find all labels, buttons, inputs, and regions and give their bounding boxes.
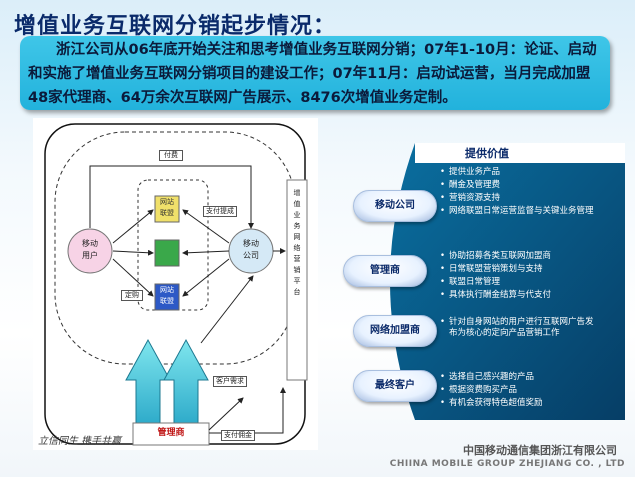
platform-label: 增值业务网络营销平台 xyxy=(293,189,301,296)
up-arrow-right xyxy=(163,338,209,429)
platform-box xyxy=(286,179,308,381)
manager-label: 管理商 xyxy=(157,428,185,438)
group-end-customer: 最终客户 xyxy=(353,370,437,402)
list-item: 选择自己感兴趣的产品 xyxy=(440,372,543,383)
right-node-label: 移动 公司 xyxy=(232,238,270,262)
center-node-top-shape xyxy=(154,195,180,223)
left-node-shape xyxy=(67,228,113,274)
page-title: 增值业务互联网分销起步情况： xyxy=(14,14,337,39)
left-node-line2: 用户 xyxy=(82,251,98,260)
intro-box: 浙江公司从06年底开始关注和思考增值业务互联网分销；07年1-10月：论证、启动… xyxy=(20,36,610,110)
list-item: 酬金及管理费 xyxy=(440,180,594,191)
right-node-line2: 公司 xyxy=(243,251,259,260)
list-item: 提供业务产品 xyxy=(440,167,594,178)
diagram-canvas xyxy=(33,118,318,450)
list-item: 网络联盟日常运营监督与关键业务管理 xyxy=(440,206,594,217)
group-manager: 管理商 xyxy=(343,255,427,287)
top-pay-label: 付费 xyxy=(159,150,183,161)
pay-commission-label: 支付提成 xyxy=(203,206,237,217)
left-node-line1: 移动 xyxy=(82,239,98,248)
panel-heading: 提供价值 xyxy=(465,147,509,160)
group-manager-items: 协助招募各类互联网加盟商 日常联盟营销策划与支持 联盟日常管理 具体执行酬金结算… xyxy=(440,251,551,303)
list-item: 有机会获得特色超值奖励 xyxy=(440,398,543,409)
list-item: 联盟日常管理 xyxy=(440,277,551,288)
list-item: 协助招募各类互联网加盟商 xyxy=(440,251,551,262)
center-node-top-line1: 网站 xyxy=(160,198,174,206)
list-item: 具体执行酬金结算与代支付 xyxy=(440,290,551,301)
right-node-line1: 移动 xyxy=(243,239,259,248)
center-node-bottom-line2: 联盟 xyxy=(160,297,174,305)
group-mobile-company: 移动公司 xyxy=(353,190,437,222)
list-item: 根据资费购买产品 xyxy=(440,385,543,396)
order-label: 定购 xyxy=(121,290,143,301)
panel-heading-bg xyxy=(415,143,625,163)
group-network-affiliate-items: 针对自身网站的用户进行互联网广告发布为核心的定向产品营销工作 xyxy=(440,317,599,341)
group-end-customer-items: 选择自己感兴趣的产品 根据资费购买产品 有机会获得特色超值奖励 xyxy=(440,372,543,411)
left-node-label: 移动 用户 xyxy=(71,238,109,262)
pay-fee-label: 支付佣金 xyxy=(221,430,255,441)
center-node-bottom-shape xyxy=(154,283,180,311)
manager-box xyxy=(132,422,210,446)
center-node-top-label: 网站 联盟 xyxy=(155,197,179,219)
center-node-mid-shape xyxy=(154,239,180,267)
footer-company-en: CHIINA MOBILE GROUP ZHEJIANG CO. , LTD xyxy=(389,459,625,469)
group-network-affiliate: 网络加盟商 xyxy=(353,315,437,347)
center-node-bottom-line1: 网站 xyxy=(160,286,174,294)
up-arrow-left xyxy=(125,338,171,429)
list-item: 营销资源支持 xyxy=(440,193,594,204)
signature-slogan: 立信同生 携手共赢 xyxy=(38,436,122,447)
value-panel: 提供价值 移动公司 提供业务产品 酬金及管理费 营销资源支持 网络联盟日常运营监… xyxy=(325,135,625,420)
center-node-top-line2: 联盟 xyxy=(160,209,174,217)
distribution-diagram: 付费 移动 用户 移动 公司 网站 联盟 网站 联盟 支付提成 定购 客户需求 … xyxy=(33,118,318,450)
list-item: 日常联盟营销策划与支持 xyxy=(440,264,551,275)
center-node-bottom-label: 网站 联盟 xyxy=(155,285,179,307)
group-mobile-company-items: 提供业务产品 酬金及管理费 营销资源支持 网络联盟日常运营监督与关键业务管理 xyxy=(440,167,594,219)
customer-demand-label: 客户需求 xyxy=(213,376,247,387)
footer-company-cn: 中国移动通信集团浙江有限公司 xyxy=(463,444,617,457)
list-item: 针对自身网站的用户进行互联网广告发布为核心的定向产品营销工作 xyxy=(440,317,599,339)
